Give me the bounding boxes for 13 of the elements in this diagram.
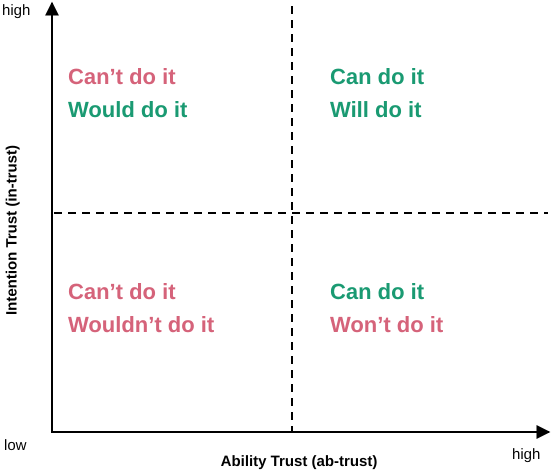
axis-title: Intention Trust (in-trust) xyxy=(4,145,20,315)
quadrant-text: Will do it xyxy=(330,96,422,124)
quadrant-text: Would do it xyxy=(68,96,188,124)
quadrant-text: Wouldn’t do it xyxy=(68,311,214,339)
quadrant-text: Can’t do it xyxy=(68,63,177,91)
quadrant-text: Can do it xyxy=(330,63,424,91)
quadrant-text: Can do it xyxy=(330,278,426,306)
axis-tick-label: high xyxy=(512,446,540,463)
quadrant-text: Can’t do it xyxy=(68,278,177,306)
quadrant-text: Won’t do it xyxy=(330,311,444,339)
axis-tick-label: low xyxy=(4,437,27,454)
axis-tick-label: high xyxy=(2,2,30,19)
axis-title: Ability Trust (ab-trust) xyxy=(220,453,378,470)
